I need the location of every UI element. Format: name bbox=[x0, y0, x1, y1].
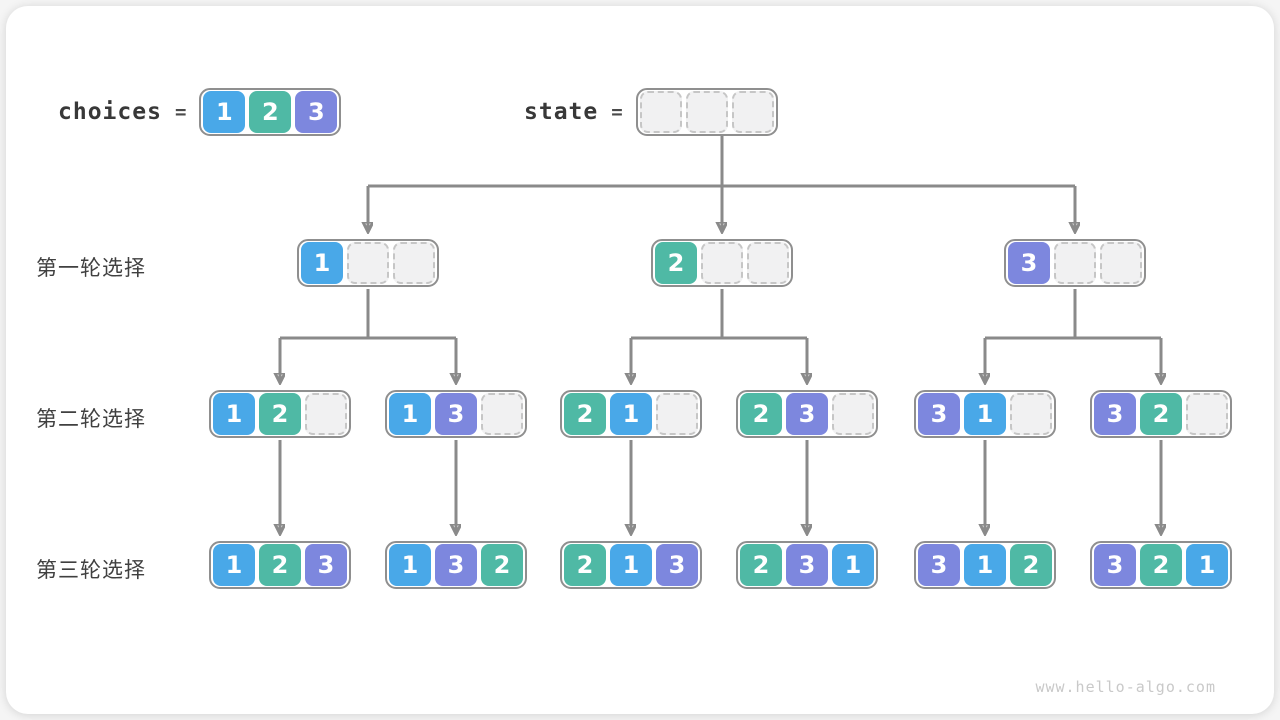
tree-node-l3-1: 1 3 2 bbox=[385, 541, 527, 589]
tree-node-l3-5: 3 2 1 bbox=[1090, 541, 1232, 589]
state-cell bbox=[685, 91, 728, 133]
state-cell: 3 bbox=[656, 544, 698, 586]
tree-node-l3-4: 3 1 2 bbox=[914, 541, 1056, 589]
round1-label: 第一轮选择 bbox=[36, 257, 146, 280]
state-cell bbox=[1100, 242, 1142, 284]
state-cell: 3 bbox=[786, 544, 828, 586]
state-cell: 2 bbox=[564, 393, 606, 435]
state-equals-sign: = bbox=[611, 101, 623, 123]
site-watermark: www.hello-algo.com bbox=[1035, 678, 1216, 696]
choices-equals-sign: = bbox=[174, 101, 187, 123]
state-cell: 1 bbox=[1186, 544, 1228, 586]
tree-node-l3-0: 1 2 3 bbox=[209, 541, 351, 589]
state-cell: 3 bbox=[918, 393, 960, 435]
state-cell: 1 bbox=[389, 544, 431, 586]
state-array-root bbox=[635, 88, 778, 136]
tree-node-l1-2: 3 bbox=[1004, 239, 1146, 287]
choices-label: choices bbox=[58, 99, 162, 125]
state-cell bbox=[731, 91, 774, 133]
tree-node-l2-5: 3 2 bbox=[1090, 390, 1232, 438]
choices-cell: 3 bbox=[295, 91, 338, 133]
state-cell: 2 bbox=[1140, 393, 1182, 435]
state-cell: 3 bbox=[918, 544, 960, 586]
state-cell bbox=[1186, 393, 1228, 435]
round3-label: 第三轮选择 bbox=[36, 559, 146, 582]
choices-array: 1 2 3 bbox=[199, 88, 342, 136]
state-cell bbox=[1010, 393, 1052, 435]
state-cell: 1 bbox=[610, 544, 652, 586]
choices-group: choices = 1 2 3 bbox=[58, 88, 342, 136]
state-label: state bbox=[524, 99, 599, 125]
tree-node-l2-4: 3 1 bbox=[914, 390, 1056, 438]
state-cell: 2 bbox=[259, 393, 301, 435]
state-cell: 1 bbox=[301, 242, 343, 284]
state-cell: 3 bbox=[786, 393, 828, 435]
state-cell: 3 bbox=[1094, 393, 1136, 435]
state-cell: 2 bbox=[1140, 544, 1182, 586]
state-cell: 2 bbox=[740, 544, 782, 586]
state-cell bbox=[639, 91, 682, 133]
round2-label: 第二轮选择 bbox=[36, 408, 146, 431]
tree-node-l2-0: 1 2 bbox=[209, 390, 351, 438]
tree-node-l3-2: 2 1 3 bbox=[560, 541, 702, 589]
state-cell: 1 bbox=[610, 393, 652, 435]
state-cell bbox=[701, 242, 743, 284]
state-cell: 2 bbox=[655, 242, 697, 284]
state-cell: 2 bbox=[481, 544, 523, 586]
state-cell: 3 bbox=[435, 393, 477, 435]
choices-cell: 1 bbox=[203, 91, 246, 133]
state-cell: 2 bbox=[259, 544, 301, 586]
state-cell bbox=[305, 393, 347, 435]
state-cell: 1 bbox=[832, 544, 874, 586]
state-cell bbox=[393, 242, 435, 284]
state-cell: 2 bbox=[1010, 544, 1052, 586]
tree-node-l2-2: 2 1 bbox=[560, 390, 702, 438]
state-cell: 1 bbox=[213, 393, 255, 435]
tree-node-l3-3: 2 3 1 bbox=[736, 541, 878, 589]
state-cell: 1 bbox=[389, 393, 431, 435]
state-cell: 3 bbox=[1094, 544, 1136, 586]
state-cell bbox=[481, 393, 523, 435]
state-cell: 1 bbox=[964, 393, 1006, 435]
state-cell bbox=[656, 393, 698, 435]
state-cell: 3 bbox=[305, 544, 347, 586]
state-cell bbox=[832, 393, 874, 435]
state-group: state = bbox=[524, 88, 778, 136]
tree-node-l1-0: 1 bbox=[297, 239, 439, 287]
state-cell bbox=[1054, 242, 1096, 284]
state-cell: 3 bbox=[1008, 242, 1050, 284]
state-cell: 3 bbox=[435, 544, 477, 586]
choices-cell: 2 bbox=[249, 91, 292, 133]
state-cell: 1 bbox=[213, 544, 255, 586]
state-cell bbox=[347, 242, 389, 284]
tree-node-l2-1: 1 3 bbox=[385, 390, 527, 438]
state-cell: 2 bbox=[740, 393, 782, 435]
state-cell: 1 bbox=[964, 544, 1006, 586]
state-cell bbox=[747, 242, 789, 284]
tree-node-l2-3: 2 3 bbox=[736, 390, 878, 438]
tree-node-l1-1: 2 bbox=[651, 239, 793, 287]
state-cell: 2 bbox=[564, 544, 606, 586]
